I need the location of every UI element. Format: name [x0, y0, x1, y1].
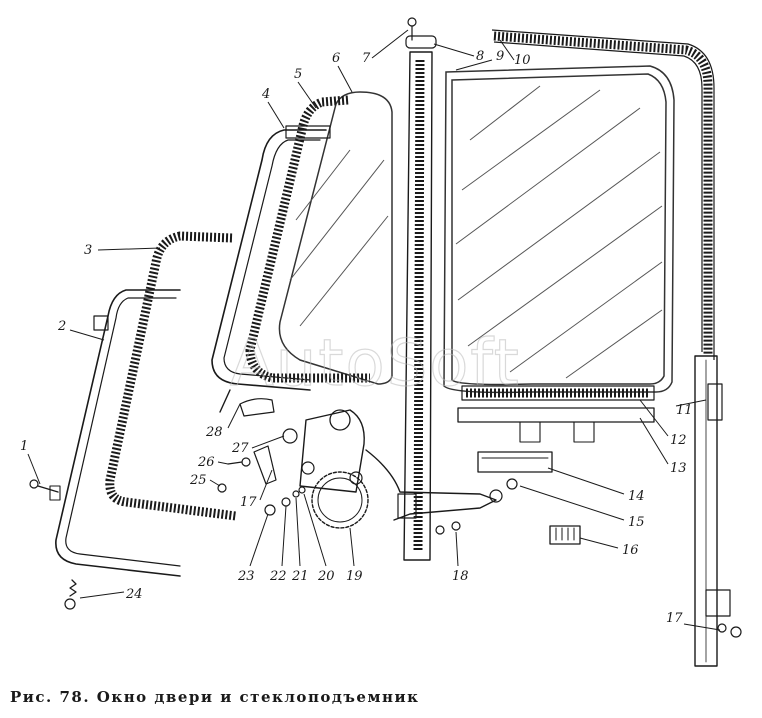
- callout-2: 2: [57, 319, 66, 334]
- callout-23: 23: [237, 569, 255, 584]
- watermark-text: AutoSoft: [230, 327, 521, 401]
- callout-13: 13: [670, 461, 687, 476]
- callout-12: 12: [670, 433, 687, 448]
- callout-6: 6: [332, 51, 340, 66]
- front-glass-channel: [397, 17, 437, 561]
- callout-21: 21: [291, 569, 309, 584]
- callout-16: 16: [622, 543, 639, 558]
- callout-8: 8: [476, 49, 484, 64]
- callout-28: 28: [205, 425, 223, 440]
- figure-caption: Рис. 78. Окно двери и стеклоподъемник: [10, 688, 420, 706]
- door-window-frame: [443, 29, 742, 667]
- callout-15: 15: [628, 515, 645, 530]
- callout-18: 18: [452, 569, 469, 584]
- callout-22: 22: [269, 569, 287, 584]
- callout-17-lower: 17: [666, 611, 683, 626]
- callout-3: 3: [84, 243, 92, 258]
- callout-20: 20: [317, 569, 335, 584]
- callout-14: 14: [628, 489, 645, 504]
- callout-10: 10: [514, 53, 531, 68]
- callout-5: 5: [294, 67, 302, 82]
- vent-window-assembly: [29, 91, 393, 610]
- callout-1: 1: [20, 439, 28, 454]
- callout-26: 26: [197, 455, 215, 470]
- bottom-glass-rails: [457, 385, 655, 545]
- callout-24: 24: [125, 587, 143, 602]
- window-regulator: [217, 409, 518, 535]
- leader-lines: [27, 29, 721, 631]
- callout-17-upper: 17: [240, 495, 257, 510]
- callout-9: 9: [496, 49, 504, 64]
- callout-4: 4: [261, 87, 270, 102]
- callout-25: 25: [189, 473, 207, 488]
- glass-reflection-hatching: [455, 85, 663, 379]
- callout-19: 19: [346, 569, 363, 584]
- callout-numbers: 1 2 3 4 5 6 7 8 9 10 11 12 13 14 15 16 1…: [20, 49, 693, 626]
- callout-7: 7: [362, 51, 371, 66]
- callout-27: 27: [231, 441, 249, 456]
- callout-11: 11: [676, 403, 693, 418]
